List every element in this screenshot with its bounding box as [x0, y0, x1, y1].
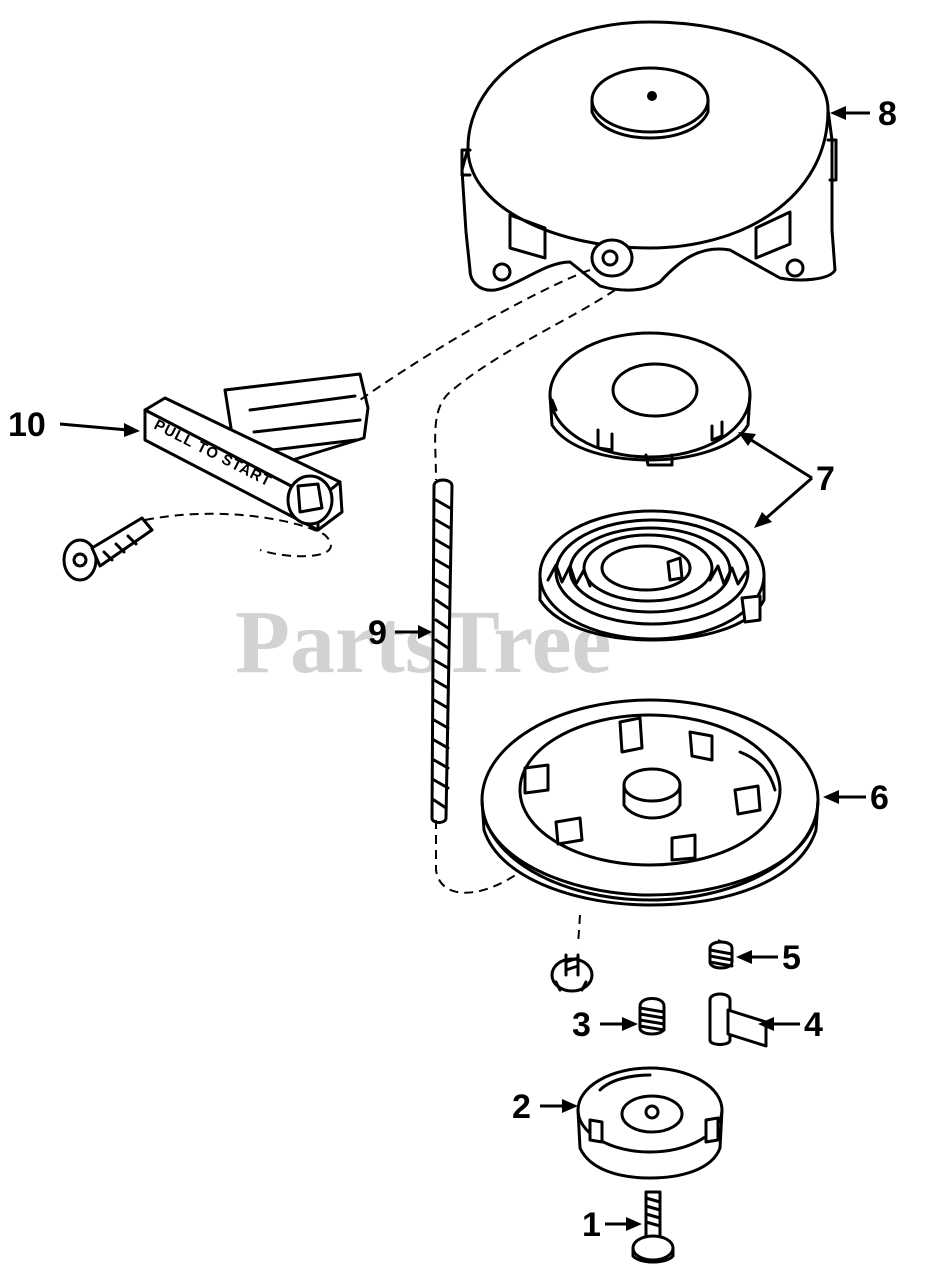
screw-icon: [631, 1190, 675, 1264]
spring-icon: [638, 997, 666, 1036]
callout-7: 7: [816, 460, 835, 498]
callout-8: 8: [878, 95, 897, 133]
leader-lines: [59, 106, 870, 1231]
callout-4: 4: [804, 1006, 823, 1044]
pawl-screw-icon: [550, 953, 594, 993]
small-spring-icon: [708, 940, 734, 970]
starter-housing-icon: [460, 20, 838, 292]
callout-5: 5: [782, 939, 801, 977]
recoil-spring-icon: [538, 509, 766, 642]
brake-cup-icon: [576, 1066, 724, 1180]
pawl-icon: [708, 992, 768, 1048]
starter-rope-icon: [430, 478, 454, 824]
callout-10: 10: [8, 406, 46, 444]
callout-6: 6: [870, 779, 889, 817]
callout-2: 2: [512, 1088, 531, 1126]
spring-retainer-icon: [548, 331, 752, 467]
callout-9: 9: [368, 614, 387, 652]
callout-1: 1: [582, 1206, 601, 1244]
callout-3: 3: [572, 1006, 591, 1044]
handle-anchor-icon: [62, 516, 154, 582]
pulley-icon: [480, 698, 820, 907]
routing-lines: [144, 269, 733, 959]
starter-handle-icon: PULL TO START: [143, 372, 370, 532]
